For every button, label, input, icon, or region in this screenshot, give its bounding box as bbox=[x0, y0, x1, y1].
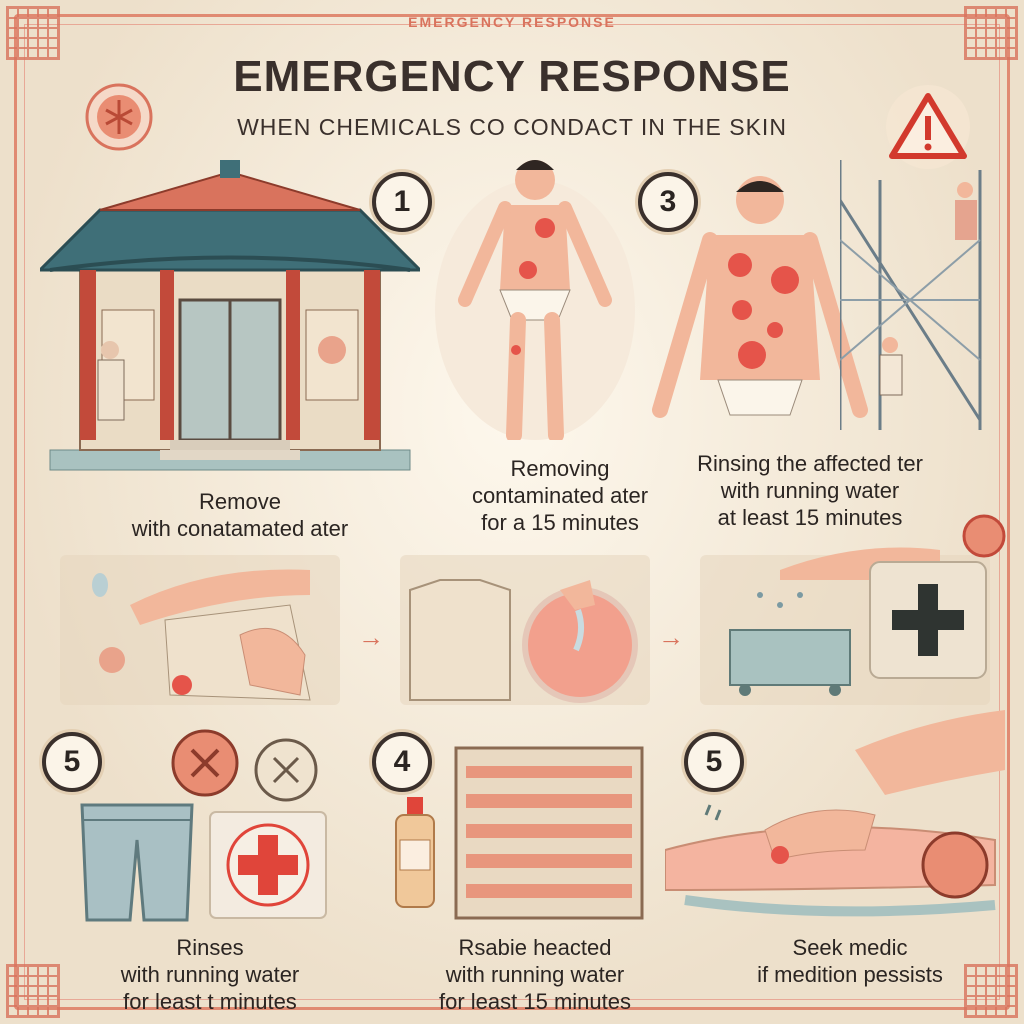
step-caption-remove: Remove with conatamated ater bbox=[60, 488, 420, 542]
step-caption-step-4: Rsabie heacted with running water for le… bbox=[385, 934, 685, 1015]
corner-ornament bbox=[6, 6, 60, 60]
caption-line: with running water bbox=[720, 478, 900, 503]
seal-icon bbox=[962, 514, 1006, 558]
caption-line: Rinsing the affected ter bbox=[697, 451, 923, 476]
poster-inner-frame bbox=[24, 24, 1000, 1000]
caption-line: Removing bbox=[510, 456, 610, 481]
caption-line: Seek medic bbox=[792, 935, 908, 960]
caption-line: for a 15 minutes bbox=[481, 510, 639, 535]
caption-line: for least 15 minutes bbox=[439, 989, 631, 1014]
stair-steps-illustration bbox=[454, 746, 644, 920]
caption-line: contaminated ater bbox=[471, 483, 649, 508]
caption-line: Rsabie heacted bbox=[458, 935, 612, 960]
caption-line: with running water bbox=[445, 962, 625, 987]
caption-line: with conatamated ater bbox=[131, 516, 349, 541]
caption-line: at least 15 minutes bbox=[717, 505, 903, 530]
arrow-right-icon: → bbox=[358, 622, 384, 652]
page-title: EMERGENCY RESPONSE bbox=[233, 52, 791, 101]
temple-building-illustration bbox=[40, 160, 420, 471]
spray-bottle-illustration bbox=[395, 797, 435, 908]
jeans-illustration bbox=[80, 803, 194, 922]
contaminated-clothing-illustration bbox=[409, 579, 638, 703]
first-aid-cross-icon bbox=[209, 811, 327, 919]
person-front-with-burns-illustration bbox=[435, 160, 635, 440]
warning-triangle-icon bbox=[886, 85, 970, 169]
top-label: EMERGENCY RESPONSE bbox=[408, 14, 616, 30]
step-caption-step-5a: Rinses with running water for least t mi… bbox=[60, 934, 360, 1015]
step-caption-step-5b: Seek medic if medition pessists bbox=[700, 934, 1000, 988]
step-caption-step-1: Removing contaminated ater for a 15 minu… bbox=[440, 455, 680, 536]
caption-line: for least t minutes bbox=[123, 989, 297, 1014]
corner-ornament bbox=[964, 6, 1018, 60]
step-number-badge: 4 bbox=[372, 732, 432, 792]
step-number-badge: 5 bbox=[42, 732, 102, 792]
caption-line: Remove bbox=[199, 489, 281, 514]
caption-line: if medition pessists bbox=[757, 962, 943, 987]
arrow-right-icon: → bbox=[658, 622, 684, 652]
step-number-badge: 3 bbox=[638, 172, 698, 232]
seal-icon bbox=[85, 83, 153, 151]
poster-frame bbox=[14, 14, 1010, 1010]
hazard-seal-icon bbox=[171, 729, 239, 797]
hazard-seal-icon bbox=[254, 738, 318, 802]
person-back-with-burns-illustration bbox=[652, 176, 868, 418]
caption-line: with running water bbox=[120, 962, 300, 987]
hand-wiping-cloth-illustration bbox=[92, 569, 311, 701]
step-caption-step-3: Rinsing the affected ter with running wa… bbox=[660, 450, 960, 531]
corner-ornament bbox=[6, 964, 60, 1018]
step-number-badge: 1 bbox=[372, 172, 432, 232]
page-subtitle: WHEN CHEMICALS CO CONDACT IN THE SKIN bbox=[237, 114, 787, 140]
corner-ornament bbox=[964, 964, 1018, 1018]
first-aid-cross-icon bbox=[869, 561, 987, 679]
hand-treating-arm-illustration bbox=[665, 710, 1005, 917]
step-number-badge: 5 bbox=[684, 732, 744, 792]
caption-line: Rinses bbox=[176, 935, 244, 960]
stairway-railing-illustration bbox=[840, 160, 982, 430]
